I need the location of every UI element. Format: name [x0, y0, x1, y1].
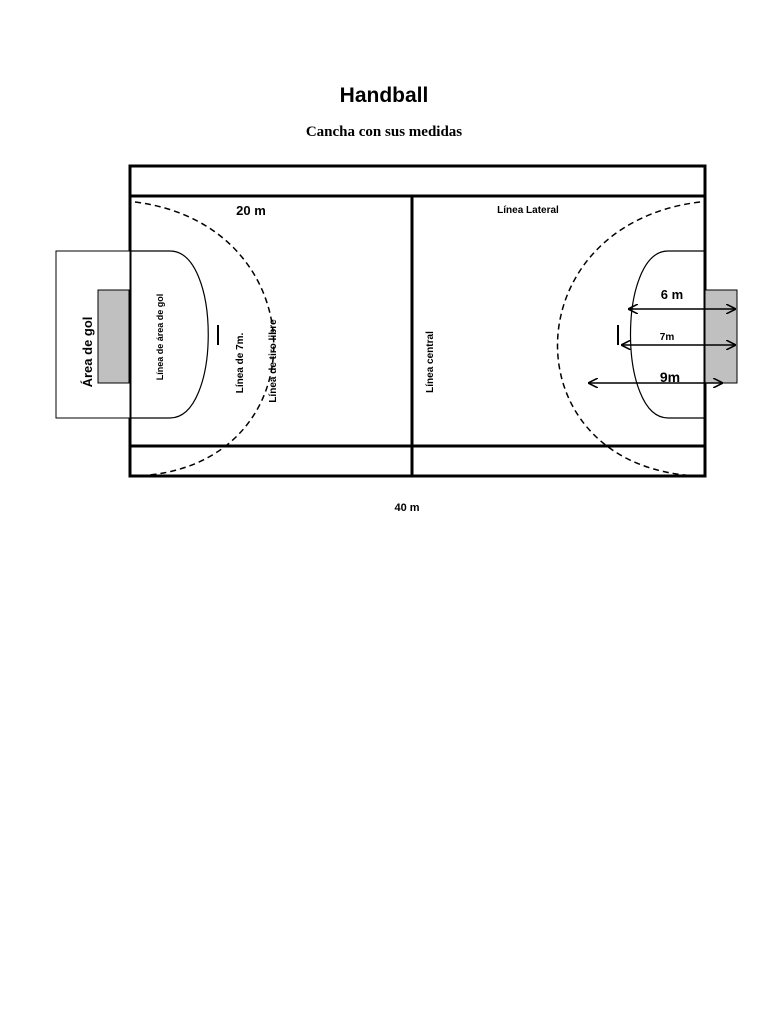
label-linea-lateral: Línea Lateral: [497, 205, 559, 216]
left-goal-area-line: [130, 250, 209, 419]
label-area-de-gol: Área de gol: [80, 317, 95, 388]
right-free-throw-line: [556, 201, 701, 477]
label-6m: 6 m: [661, 287, 683, 302]
right-goal: [704, 289, 738, 384]
label-linea-central: Línea central: [425, 331, 436, 393]
label-linea-7m: Línea de 7m.: [235, 332, 246, 393]
left-free-throw-line: [134, 201, 275, 477]
label-7m: 7m: [660, 332, 675, 343]
right-goal-area-line: [630, 250, 705, 419]
page-title: Handball: [339, 84, 429, 107]
page-subtitle: Cancha con sus medidas: [305, 124, 463, 140]
label-linea-area-de-gol: Línea de área de gol: [155, 294, 165, 381]
label-full-length: 40 m: [394, 502, 419, 514]
label-linea-tiro-libre: Línea de tiro libre: [268, 319, 279, 403]
label-9m: 9m: [660, 369, 680, 385]
label-half-length: 20 m: [236, 203, 266, 218]
court-outer-boundary: [128, 164, 707, 478]
left-goal: [97, 289, 130, 384]
